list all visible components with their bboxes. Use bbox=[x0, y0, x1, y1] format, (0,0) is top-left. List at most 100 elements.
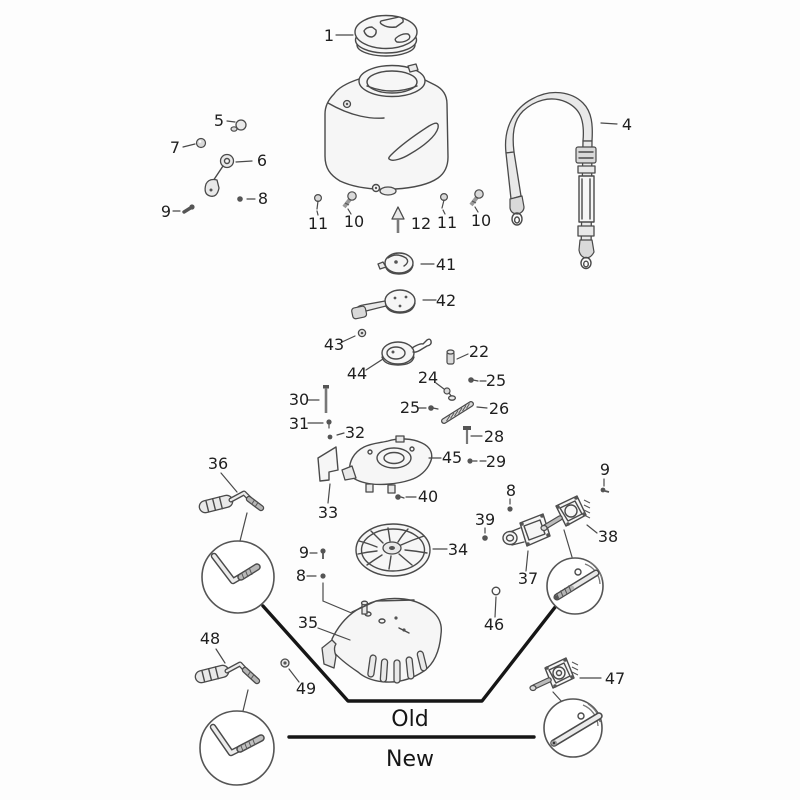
part-12-valve-arrow bbox=[391, 206, 405, 233]
leader-line bbox=[552, 691, 563, 703]
callout-28: 28 bbox=[484, 427, 504, 446]
part-49-nut bbox=[280, 658, 290, 668]
callout-8b: 8 bbox=[296, 566, 306, 585]
leader-line bbox=[563, 529, 573, 558]
part-44-diaphragm bbox=[381, 338, 432, 366]
part-23-bolt bbox=[360, 600, 369, 615]
part-42-pump-head bbox=[351, 289, 416, 320]
part-8-screw bbox=[237, 196, 243, 202]
leader-line bbox=[235, 160, 253, 163]
leader-line bbox=[442, 209, 446, 215]
leader-line bbox=[525, 550, 529, 572]
part-6-lever bbox=[204, 153, 235, 197]
part-45-housing bbox=[341, 435, 433, 494]
new-label: New bbox=[386, 747, 434, 772]
part-34-impeller bbox=[355, 523, 431, 577]
part-4-strap bbox=[504, 91, 597, 270]
detail-circle-old-shaft bbox=[546, 557, 604, 615]
leader-line bbox=[341, 335, 356, 343]
part-tank bbox=[324, 63, 449, 196]
callout-9c: 9 bbox=[600, 460, 610, 479]
callout-22: 22 bbox=[469, 342, 489, 361]
callout-11b: 11 bbox=[437, 213, 457, 232]
leader-line bbox=[220, 472, 238, 493]
part-46-ring bbox=[491, 586, 501, 596]
detail-circle-new-shaft bbox=[543, 698, 603, 758]
part-8-screw-b bbox=[320, 573, 326, 579]
callout-12: 12 bbox=[411, 214, 431, 233]
part-7-ball bbox=[195, 137, 207, 149]
leader-line bbox=[474, 206, 479, 213]
part-9-screw-c bbox=[600, 487, 610, 493]
callout-33: 33 bbox=[318, 503, 338, 522]
part-32-pin bbox=[327, 434, 333, 440]
callout-10b: 10 bbox=[471, 211, 491, 230]
leader-line bbox=[347, 208, 352, 215]
leader-line bbox=[239, 512, 248, 542]
part-25-screw-b bbox=[428, 405, 439, 411]
part-36-crank bbox=[198, 490, 265, 514]
callout-40: 40 bbox=[418, 487, 438, 506]
callout-41: 41 bbox=[436, 255, 456, 274]
leader-line bbox=[317, 627, 351, 641]
leader-line bbox=[365, 358, 384, 371]
callout-9b: 9 bbox=[299, 543, 309, 562]
callout-38: 38 bbox=[598, 527, 618, 546]
leader-line bbox=[182, 143, 196, 148]
old-bracket bbox=[261, 604, 558, 703]
part-26-spring bbox=[441, 401, 474, 424]
leader-line bbox=[322, 582, 362, 618]
callout-34: 34 bbox=[448, 540, 468, 559]
leader-line bbox=[586, 524, 598, 534]
callout-11: 11 bbox=[308, 214, 328, 233]
leader-line bbox=[456, 353, 469, 360]
callout-47: 47 bbox=[605, 669, 625, 688]
part-11-pin bbox=[314, 194, 323, 210]
callout-36: 36 bbox=[208, 454, 228, 473]
callout-5: 5 bbox=[214, 111, 224, 130]
callout-8c: 8 bbox=[506, 481, 516, 500]
callout-10: 10 bbox=[344, 212, 364, 231]
old-label: Old bbox=[391, 707, 428, 732]
leader-line bbox=[600, 122, 618, 125]
callout-8: 8 bbox=[258, 189, 268, 208]
callout-1: 1 bbox=[324, 26, 334, 45]
part-37-bracket bbox=[502, 513, 551, 547]
leader-line bbox=[215, 648, 226, 664]
leader-line bbox=[327, 483, 331, 504]
part-22-pin bbox=[446, 349, 455, 365]
callout-32: 32 bbox=[345, 423, 365, 442]
part-48-crank bbox=[194, 661, 261, 685]
part-30-rod bbox=[323, 385, 329, 413]
leader-line bbox=[476, 406, 488, 409]
callout-9: 9 bbox=[161, 202, 171, 221]
callout-39: 39 bbox=[475, 510, 495, 529]
callout-43: 43 bbox=[324, 335, 344, 354]
part-28-screw bbox=[463, 426, 471, 444]
callout-42: 42 bbox=[436, 291, 456, 310]
part-9-screw-b bbox=[320, 548, 326, 559]
part-47-gearbox bbox=[529, 657, 579, 692]
detail-circle-old-crank bbox=[201, 540, 275, 614]
callout-35: 35 bbox=[298, 613, 318, 632]
leader-line bbox=[494, 596, 497, 618]
part-1-cap bbox=[354, 14, 418, 57]
part-29-screw bbox=[467, 458, 478, 464]
callout-45: 45 bbox=[442, 448, 462, 467]
leader-line bbox=[336, 432, 345, 436]
callout-30: 30 bbox=[289, 390, 309, 409]
callout-4: 4 bbox=[622, 115, 632, 134]
part-10-bolt bbox=[342, 191, 357, 209]
callout-44: 44 bbox=[347, 364, 367, 383]
part-11-pin-b bbox=[440, 193, 449, 209]
leader-line bbox=[226, 120, 236, 123]
part-39-screw bbox=[482, 535, 488, 541]
part-38-gearbox bbox=[540, 495, 591, 532]
callout-25a: 25 bbox=[486, 371, 506, 390]
part-40-screw bbox=[395, 494, 405, 500]
callout-29: 29 bbox=[486, 452, 506, 471]
leader-line bbox=[316, 210, 319, 216]
callout-31: 31 bbox=[289, 414, 309, 433]
